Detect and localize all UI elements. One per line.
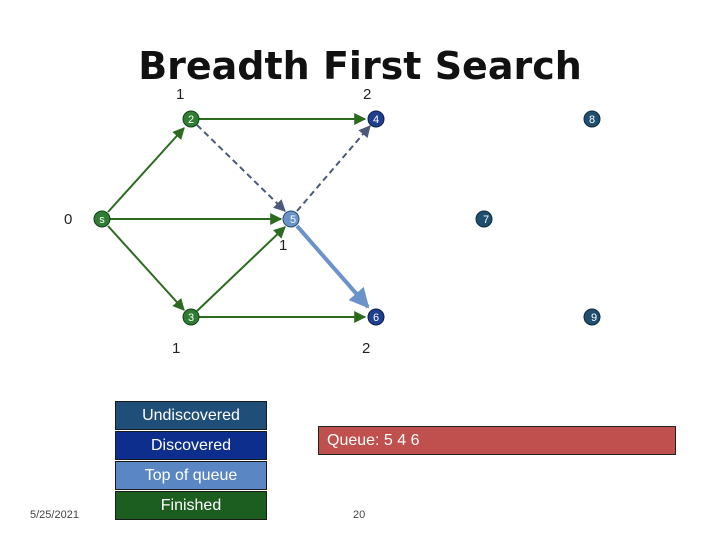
node-7: 7	[475, 210, 493, 228]
node-2: 2	[182, 110, 200, 128]
legend-discovered: Discovered	[115, 431, 267, 460]
svg-text:3: 3	[188, 312, 194, 324]
legend-finished: Finished	[115, 491, 267, 520]
slide-title-text: Breadth First Search	[138, 44, 582, 88]
legend-undiscovered: Undiscovered	[115, 401, 267, 430]
legend-top-of-queue-label: Top of queue	[144, 466, 238, 484]
svg-text:s: s	[99, 214, 105, 226]
svg-text:9: 9	[591, 312, 597, 324]
node-3: 3	[182, 308, 200, 326]
distance-label: 1	[176, 86, 184, 103]
edge-s-2	[107, 127, 185, 213]
edge-5-6	[295, 224, 370, 309]
svg-text:6: 6	[373, 312, 379, 324]
node-5: 5	[282, 210, 300, 228]
slide-date: 5/25/2021	[30, 509, 79, 521]
queue-box: Queue: 5 4 6	[318, 426, 676, 455]
node-4: 4	[367, 110, 385, 128]
legend-discovered-label: Discovered	[150, 436, 232, 454]
legend-top-of-queue: Top of queue	[115, 461, 267, 490]
distance-label: 2	[362, 340, 370, 357]
node-s: s	[93, 210, 111, 228]
distance-label: 2	[363, 86, 371, 103]
svg-text:5: 5	[290, 214, 296, 226]
queue-text: Queue: 5 4 6	[327, 431, 420, 449]
node-6: 6	[367, 308, 385, 326]
legend-finished-label: Finished	[160, 496, 222, 514]
distance-label: 1	[172, 340, 180, 357]
edge-2-5	[196, 124, 286, 212]
edge-s-3	[107, 225, 185, 311]
node-8: 8	[583, 110, 601, 128]
edge-3-5	[196, 226, 286, 312]
svg-text:8: 8	[589, 114, 595, 126]
node-9: 9	[583, 308, 601, 326]
distance-label: 1	[279, 237, 287, 254]
distance-label: 0	[64, 211, 72, 228]
edge-5-4	[296, 125, 371, 212]
slide-title: Breadth First Search	[0, 44, 720, 88]
legend-undiscovered-label: Undiscovered	[142, 406, 240, 424]
slide-page-number: 20	[353, 509, 366, 521]
svg-text:7: 7	[483, 214, 489, 226]
svg-text:4: 4	[373, 114, 379, 126]
svg-text:2: 2	[188, 114, 194, 126]
